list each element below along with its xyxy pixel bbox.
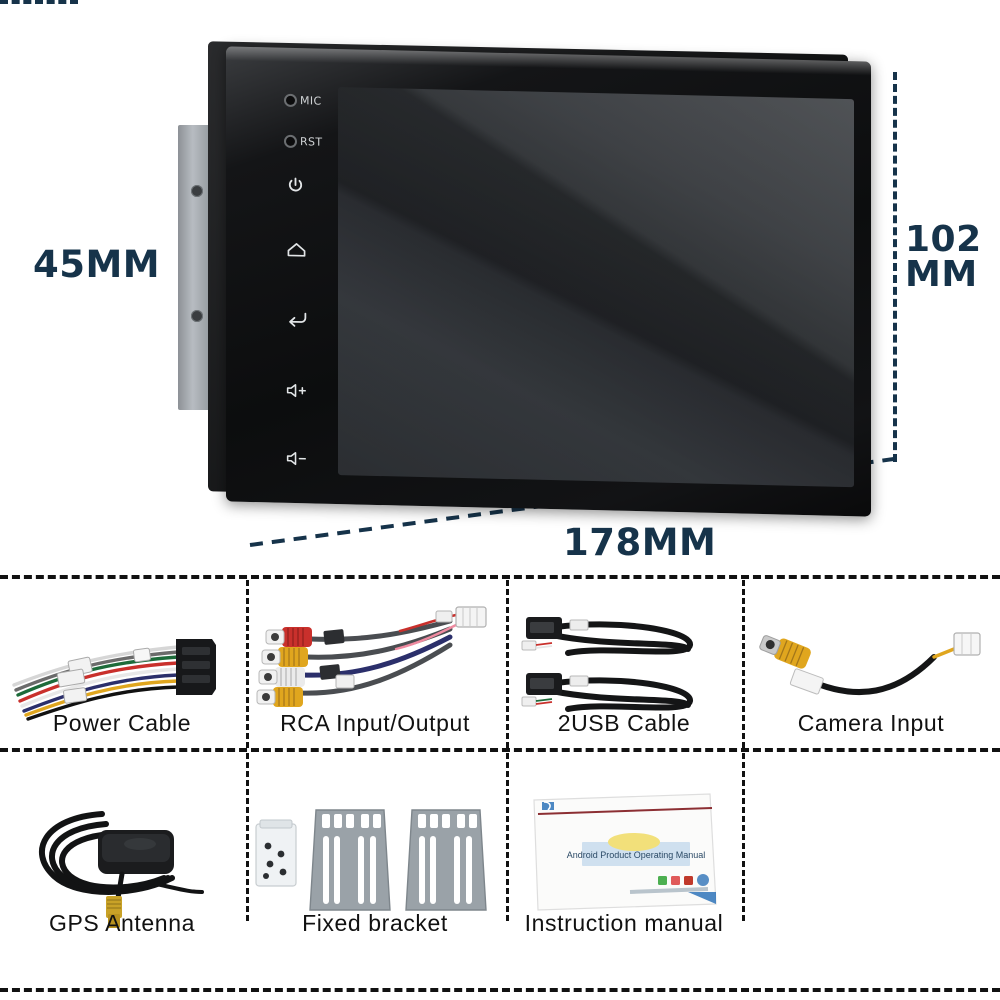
accessory-rca-cable: RCA Input/Output	[250, 585, 500, 745]
accessory-grid: Power Cable	[0, 575, 1000, 1000]
instruction-manual-label: Instruction manual	[524, 910, 724, 936]
home-icon	[286, 240, 307, 259]
front-panel-key-column: MIC RST	[286, 82, 344, 483]
mic-indicator-label: MIC	[300, 94, 322, 108]
gps-antenna-label: GPS Antenna	[49, 910, 195, 936]
volume-down-icon	[286, 450, 309, 468]
accessory-usb-cable: 2USB Cable	[512, 585, 736, 745]
touchscreen-display[interactable]	[338, 87, 854, 488]
home-button[interactable]	[286, 240, 344, 260]
reset-button-label: RST	[300, 135, 323, 149]
volume-down-button[interactable]	[286, 450, 344, 468]
power-button[interactable]	[286, 176, 344, 196]
usb-cable-image	[512, 585, 736, 745]
mic-indicator: MIC	[286, 94, 344, 108]
instruction-manual-image: Android Product Operating Manual	[512, 760, 736, 960]
rca-cable-image	[250, 585, 500, 745]
device-front-bezel: MIC RST	[226, 46, 871, 517]
fixed-bracket-image	[250, 760, 500, 960]
grid-divider-middle	[0, 748, 1000, 752]
volume-up-button[interactable]	[286, 382, 344, 400]
width-dimension-label: 178MM	[563, 521, 717, 564]
grid-divider-top	[0, 575, 1000, 579]
back-button[interactable]	[286, 310, 344, 329]
power-icon	[286, 176, 305, 195]
device-hero-section: MIC RST	[0, 0, 982, 564]
grid-divider-vertical	[246, 753, 249, 921]
height-dimension-line	[893, 72, 897, 462]
usb-cable-label: 2USB Cable	[557, 710, 691, 736]
power-cable-image	[6, 585, 238, 745]
accessory-fixed-bracket: Fixed bracket	[250, 760, 500, 960]
gps-antenna-image	[6, 760, 238, 960]
grid-divider-vertical	[506, 753, 509, 921]
rca-cable-label: RCA Input/Output	[280, 710, 470, 736]
volume-up-icon	[286, 382, 309, 400]
depth-dimension-line	[0, 0, 78, 4]
dot-indicator-icon	[286, 136, 295, 147]
camera-input-cable-image	[748, 585, 994, 745]
depth-dimension-label: 45MM	[33, 243, 161, 286]
accessory-instruction-manual: Android Product Operating Manual Instruc…	[512, 760, 736, 960]
back-arrow-icon	[286, 310, 307, 328]
grid-divider-bottom	[0, 988, 1000, 992]
reset-button[interactable]: RST	[286, 135, 344, 149]
manual-cover-title: Android Product Operating Manual	[567, 850, 706, 860]
height-dimension-label: 102 MM	[905, 219, 982, 296]
fixed-bracket-label: Fixed bracket	[302, 910, 448, 936]
accessory-power-cable: Power Cable	[6, 585, 238, 745]
grid-divider-vertical	[742, 580, 745, 748]
screen-reflection	[338, 87, 854, 488]
grid-divider-vertical	[506, 580, 509, 748]
accessory-gps-antenna: GPS Antenna	[6, 760, 238, 960]
dot-indicator-icon	[286, 95, 295, 106]
power-cable-label: Power Cable	[52, 710, 192, 736]
grid-divider-vertical	[246, 580, 249, 748]
grid-divider-vertical	[742, 753, 745, 921]
accessory-camera-input-cable: Camera Input	[748, 585, 994, 745]
head-unit-device: MIC RST	[178, 40, 878, 520]
camera-input-label: Camera Input	[797, 710, 945, 736]
